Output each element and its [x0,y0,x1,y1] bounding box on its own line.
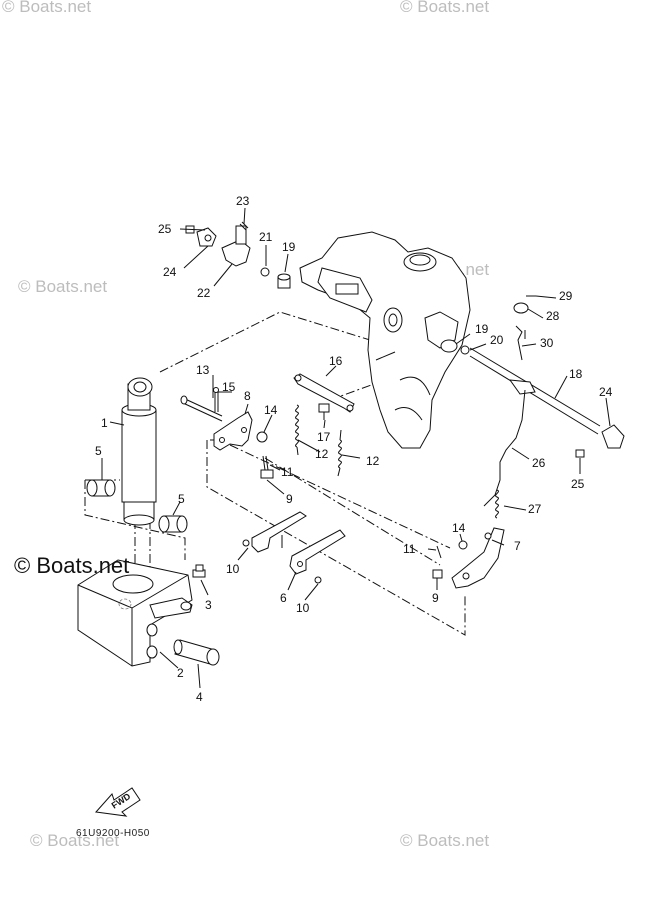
callout-labels: 1 2 3 4 5 5 6 7 8 9 9 10 10 11 11 12 12 … [95,194,613,704]
callout-8: 8 [244,389,251,403]
callout-22: 22 [197,286,211,300]
callout-26: 26 [532,456,546,470]
callout-1: 1 [101,416,108,430]
clip-28 [513,302,529,314]
callout-16: 16 [329,354,343,368]
washer-20 [460,345,470,355]
callout-25-left: 25 [158,222,172,236]
callout-19-right: 19 [475,322,489,336]
callout-14-right: 14 [452,521,466,535]
bushing-right [158,515,188,533]
cotter-pin-15 [213,387,219,412]
callout-24-left: 24 [163,265,177,279]
fwd-arrow-icon: FWD [95,787,141,817]
callout-15: 15 [222,380,236,394]
bushing-19-right [440,339,458,353]
callout-4: 4 [196,690,203,704]
callout-27: 27 [528,502,542,516]
pin-11-right [436,545,442,559]
callout-5-right: 5 [178,492,185,506]
bolt-9-left [260,469,274,479]
linkage-plate-6 [289,529,346,575]
callout-29: 29 [559,289,573,303]
watermark-bottom-left: © Boats.net [30,831,119,850]
callout-12-left: 12 [315,447,329,461]
spring-12-left [295,404,299,456]
callout-5-left: 5 [95,444,102,458]
callout-17: 17 [317,430,331,444]
shaft-22 [221,225,251,267]
callout-6: 6 [280,591,287,605]
washer-14-right [458,540,468,550]
callout-20: 20 [490,333,504,347]
pin-23 [239,221,249,231]
pivot-pin [173,639,220,666]
knob-24-left [196,227,217,247]
shaft-13 [180,395,223,422]
lever-8 [213,411,253,451]
callout-7: 7 [514,539,521,553]
tilt-cylinder [121,377,157,526]
diagram-code: 61U9200-H050 [76,828,150,839]
callout-28: 28 [546,309,560,323]
bushing-left [86,479,116,497]
callout-12-right: 12 [366,454,380,468]
callout-25-right: 25 [571,477,585,491]
swivel-bracket-housing [299,231,471,449]
clip-10-right [314,576,322,584]
screw-25-right [575,449,585,458]
pin-11-left [262,455,269,471]
callout-18: 18 [569,367,583,381]
spring-27 [495,489,499,519]
cable-26 [483,389,526,507]
callout-9-left: 9 [286,492,293,506]
shaft-18 [469,347,601,435]
bushing-19-left [277,273,291,289]
bolt-17 [318,403,330,420]
callout-24-right: 24 [599,385,613,399]
grease-nipple [192,564,206,578]
knob-24-right [601,424,625,449]
link-bar-16 [293,373,355,413]
lower-bracket [77,559,193,667]
spring-12-right [337,429,342,477]
callout-23: 23 [236,194,250,208]
callout-2: 2 [177,666,184,680]
clip-10-left [242,539,250,547]
callout-13: 13 [196,363,210,377]
leader-lines [101,207,611,689]
watermark-mid-left: © Boats.net [18,277,107,296]
wire-30 [515,325,523,361]
bolt-9-right [432,569,443,579]
callout-10-left: 10 [226,562,240,576]
watermark-overlay: © Boats.net [14,553,129,578]
linkage-plate-left [251,511,307,553]
callout-11-left: 11 [281,465,294,479]
callout-30: 30 [540,336,554,350]
callout-3: 3 [205,598,212,612]
watermark-bottom-right: © Boats.net [400,831,489,850]
callout-11-right: 11 [403,542,416,556]
callout-21: 21 [259,230,273,244]
callout-19-left: 19 [282,240,296,254]
callout-9-right: 9 [432,591,439,605]
lever-7 [451,527,505,589]
washer-21 [260,267,270,277]
watermark-top-left: © Boats.net [2,0,91,16]
washer-14-left [256,431,268,443]
callout-14-left: 14 [264,403,278,417]
watermark-top-right: © Boats.net [400,0,489,16]
callout-10-right: 10 [296,601,310,615]
